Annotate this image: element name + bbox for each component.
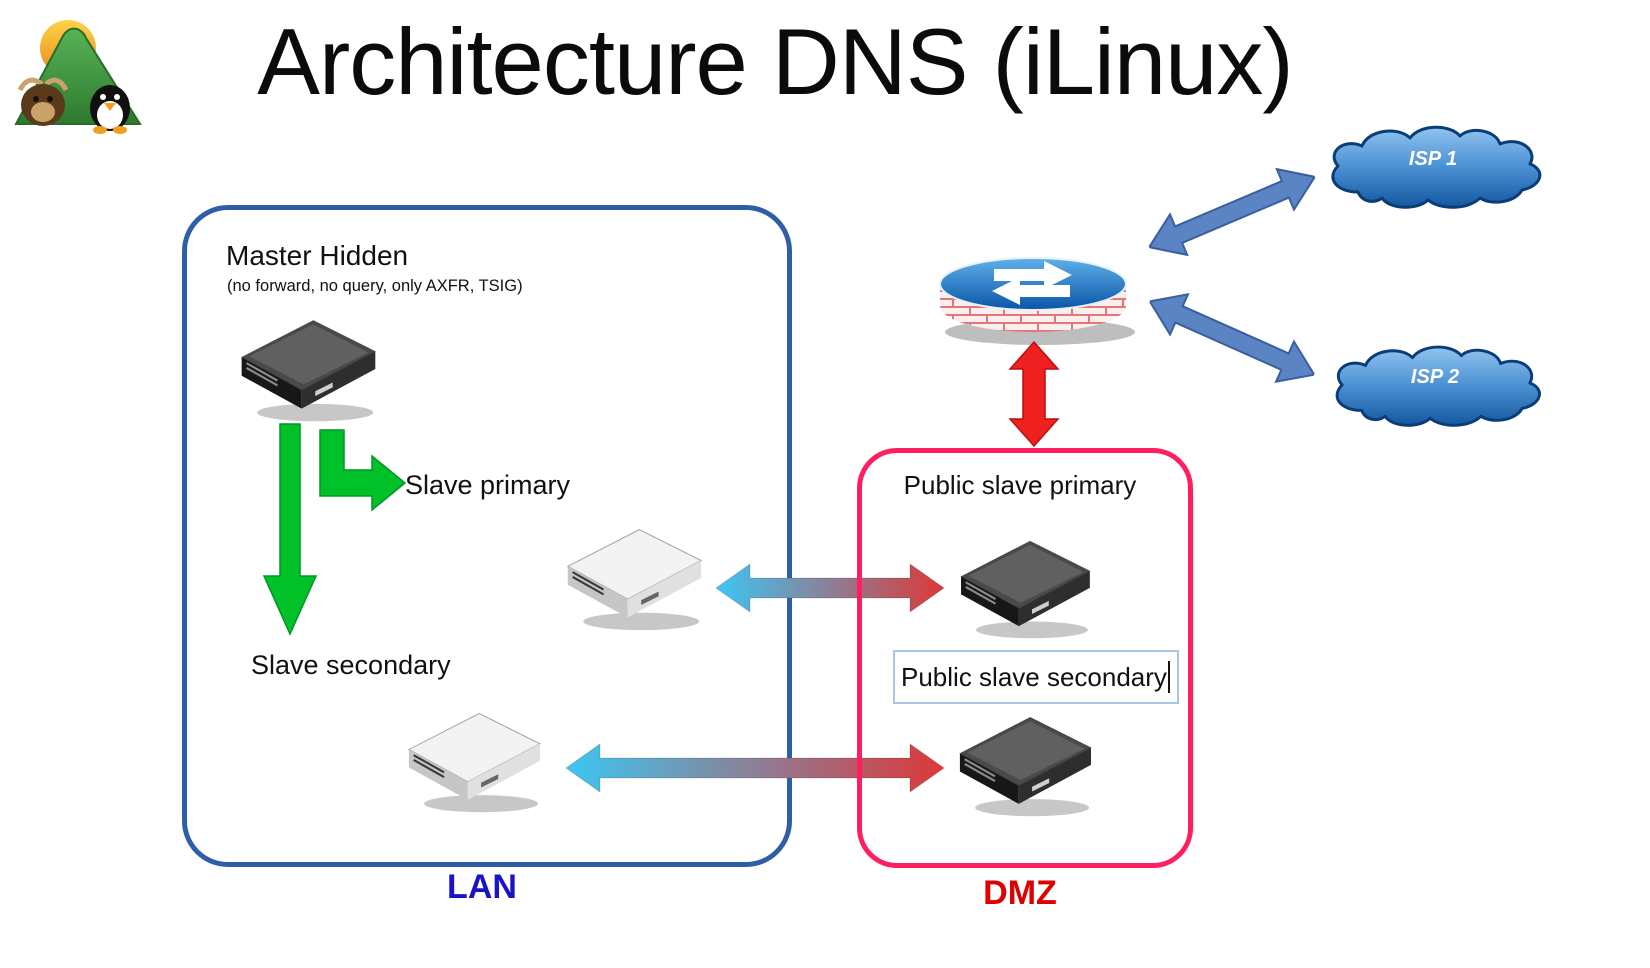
master-hidden-label: Master Hidden xyxy=(226,240,409,271)
public-slave-primary-label: Public slave primary xyxy=(903,470,1137,500)
public-slave-primary-server-icon xyxy=(947,530,1102,642)
tux-icon xyxy=(90,85,130,134)
slave-secondary-label: Slave secondary xyxy=(251,650,451,680)
slave-primary-label: Slave primary xyxy=(405,470,571,500)
gnu-tux-logo xyxy=(14,20,142,134)
lan-dmz-arrow-secondary-icon xyxy=(565,743,945,793)
lan-zone-label: LAN xyxy=(447,868,517,906)
dmz-zone-box xyxy=(857,448,1193,868)
public-slave-secondary-textbox[interactable]: Public slave secondary xyxy=(893,650,1179,704)
router-firewall-icon xyxy=(939,257,1135,345)
router-isp1-arrow-icon xyxy=(1139,153,1325,271)
router-arrows-icon xyxy=(992,261,1072,305)
slave-secondary-server-icon xyxy=(396,702,551,816)
master-hidden-note: (no forward, no query, only AXFR, TSIG) xyxy=(227,277,523,295)
lan-dmz-arrow-primary-icon xyxy=(715,563,945,613)
master-hidden-server-icon xyxy=(230,308,385,426)
green-arrow-elbow-icon xyxy=(319,429,407,512)
firewall-brick-bottom xyxy=(940,306,1126,332)
isp2-label: ISP 2 xyxy=(1410,366,1460,388)
green-arrow-down-icon xyxy=(262,423,318,636)
lan-zone-box xyxy=(182,205,792,867)
public-slave-secondary-server-icon xyxy=(947,706,1102,820)
public-slave-secondary-label: Public slave secondary xyxy=(901,661,1167,692)
gnu-icon xyxy=(17,77,69,126)
router-isp2-arrow-icon xyxy=(1139,278,1325,399)
text-cursor xyxy=(1167,661,1170,693)
router-top xyxy=(939,257,1127,311)
dmz-zone-label: DMZ xyxy=(983,874,1057,912)
isp1-label: ISP 1 xyxy=(1408,148,1458,170)
page-title: Architecture DNS (iLinux) xyxy=(257,9,1293,114)
router-dmz-red-arrow-icon xyxy=(1008,340,1060,448)
slave-primary-server-icon xyxy=(556,518,711,634)
